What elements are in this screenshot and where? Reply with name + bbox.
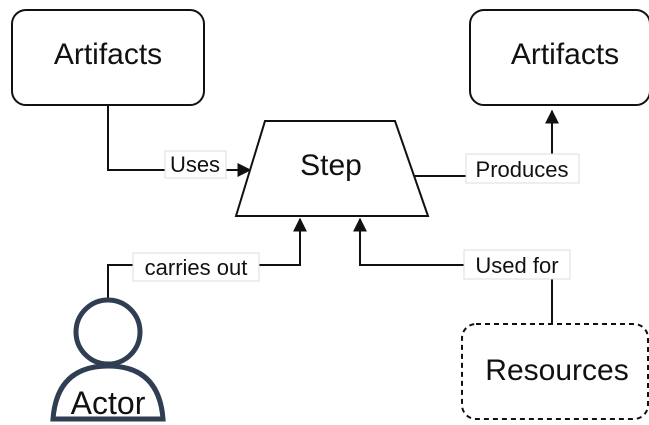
artifacts-output-label: Artifacts: [511, 38, 619, 71]
edge-label-uses: Uses: [164, 150, 227, 179]
artifacts-input-node[interactable]: Artifacts: [11, 9, 205, 106]
artifacts-input-label: Artifacts: [54, 38, 162, 71]
edge-label-produces: Produces: [465, 153, 580, 184]
connector-used-for: [353, 217, 553, 324]
step-node[interactable]: Step: [234, 120, 430, 217]
edge-label-produces-text: Produces: [476, 157, 569, 182]
actor-body-icon: [50, 363, 166, 422]
actor-node[interactable]: Actor: [50, 297, 166, 422]
edge-label-carries-out-text: carries out: [145, 255, 248, 280]
edge-label-carries-out: carries out: [132, 252, 260, 282]
artifacts-output-node[interactable]: Artifacts: [469, 9, 649, 106]
edge-label-used-for: Used for: [463, 249, 571, 280]
resources-node[interactable]: Resources: [461, 323, 649, 420]
actor-head-icon: [73, 297, 143, 367]
step-label: Step: [300, 149, 362, 182]
resources-label: Resources: [485, 354, 628, 387]
actor-label: Actor: [71, 385, 146, 421]
edge-label-uses-text: Uses: [170, 152, 220, 177]
edge-label-used-for-text: Used for: [475, 253, 558, 278]
